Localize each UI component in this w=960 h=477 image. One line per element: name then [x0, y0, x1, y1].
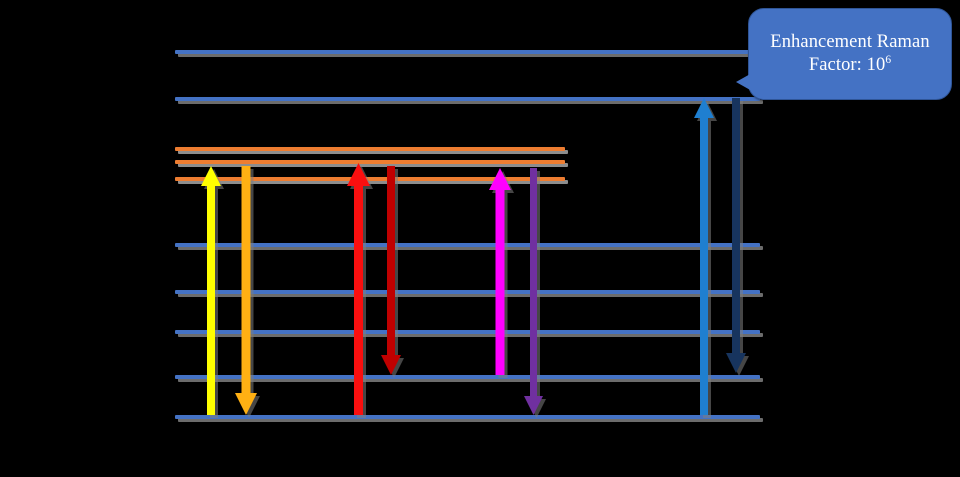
level-shadow-electronic-excited-2 [178, 53, 763, 57]
energy-level-virtual-state-1 [175, 177, 565, 181]
transition-arrow-red-excitation [343, 159, 374, 419]
energy-level-vibrational-2 [175, 330, 760, 334]
enhancement-raman-factor-callout: Enhancement Raman Factor: 106 [736, 8, 952, 100]
callout-line-2-exponent: 6 [885, 53, 892, 66]
level-shadow-virtual-state-2 [178, 163, 568, 167]
arrow-body-navy-resonant-down [726, 98, 746, 373]
transition-arrow-orange-emission [231, 162, 261, 419]
transition-arrow-yellow-excitation [197, 162, 225, 419]
arrow-body-blue-resonant-up [694, 98, 714, 415]
transition-arrow-purple-emission [520, 164, 547, 419]
energy-level-virtual-state-2 [175, 160, 565, 164]
arrow-body-dark-red-stokes [381, 166, 401, 375]
transition-arrow-dark-red-stokes [377, 162, 405, 379]
energy-level-vibrational-3 [175, 290, 760, 294]
transition-arrow-magenta-anti-stokes [485, 164, 515, 379]
arrow-body-magenta-anti-stokes [489, 168, 511, 375]
transition-arrow-blue-resonant-up [690, 94, 718, 419]
energy-level-virtual-state-3 [175, 147, 565, 151]
energy-level-vibrational-1 [175, 375, 760, 379]
level-shadow-vibrational-3 [178, 293, 763, 297]
callout-tail [736, 73, 752, 91]
energy-level-vibrational-4 [175, 243, 760, 247]
callout-line-2-prefix: Factor: 10 [808, 55, 886, 75]
level-shadow-virtual-state-3 [178, 150, 568, 154]
level-shadow-vibrational-2 [178, 333, 763, 337]
level-shadow-vibrational-1 [178, 378, 763, 382]
arrow-body-purple-emission [523, 168, 543, 415]
level-shadow-ground-state [178, 418, 763, 422]
energy-level-ground-state [175, 415, 760, 419]
callout-line-1: Enhancement Raman [770, 31, 930, 52]
callout-text: Enhancement Raman Factor: 106 [770, 31, 929, 78]
energy-level-electronic-excited-1 [175, 97, 760, 101]
level-shadow-virtual-state-1 [178, 180, 568, 184]
level-shadow-electronic-excited-1 [178, 100, 763, 104]
level-shadow-vibrational-4 [178, 246, 763, 250]
arrow-body-yellow-excitation [201, 166, 221, 415]
energy-level-electronic-excited-2 [175, 50, 760, 54]
transition-arrow-navy-resonant-down [722, 94, 750, 377]
arrow-body-red-excitation [346, 163, 370, 415]
arrow-body-orange-emission [235, 166, 257, 415]
